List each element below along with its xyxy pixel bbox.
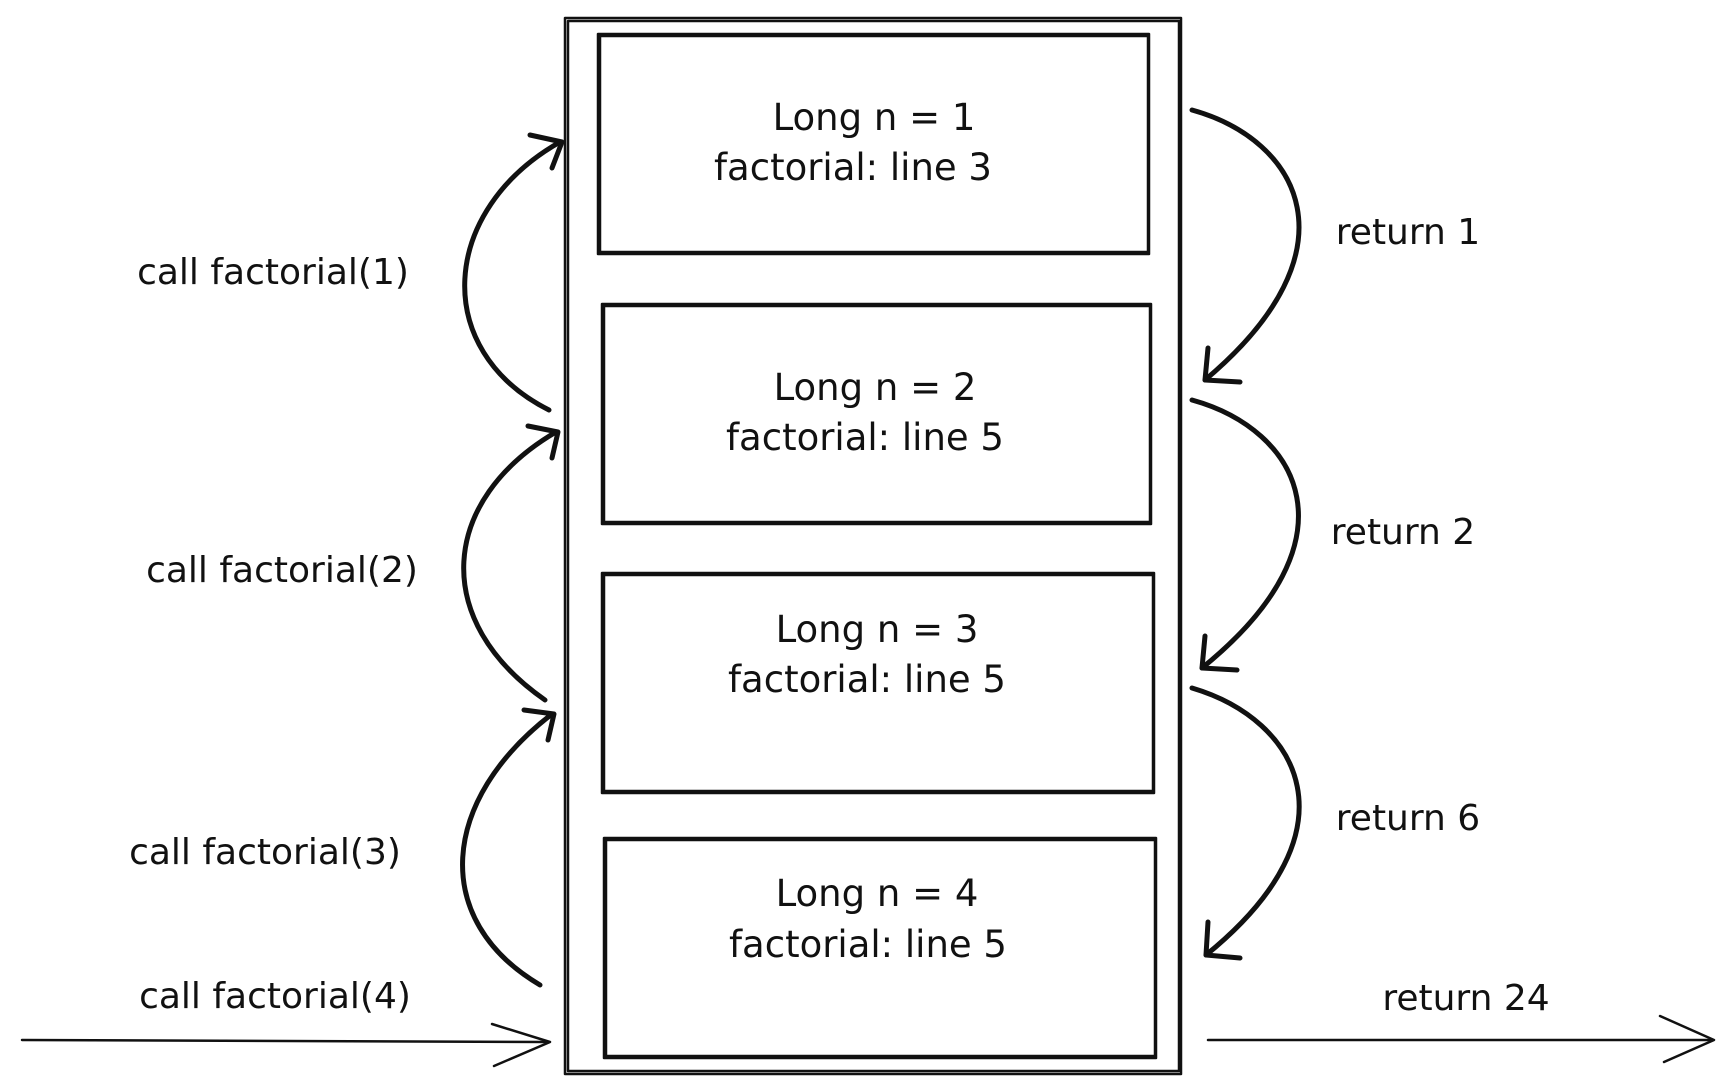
call-arrow-1-head (527, 132, 565, 171)
return-arrow-1-head (1202, 345, 1243, 385)
frame-1-location: factorial: line 3 (714, 146, 992, 189)
call-label-2: call factorial(2) (146, 550, 418, 591)
return-label-1: return 1 (1336, 212, 1480, 253)
return-arrow-3-head (1203, 919, 1243, 961)
frame-4-location: factorial: line 5 (729, 923, 1007, 966)
call-labels: call factorial(1) call factorial(2) call… (129, 252, 418, 1017)
return-label-2: return 2 (1331, 512, 1475, 553)
frame-2-location: factorial: line 5 (726, 416, 1004, 459)
return-arrow-1 (1189, 107, 1302, 383)
call-label-1: call factorial(1) (137, 252, 409, 293)
call-label-3: call factorial(3) (129, 832, 401, 873)
stack-frame-2: Long n = 2 factorial: line 5 (600, 302, 1153, 526)
return-arrow-2 (1189, 397, 1301, 671)
call-arrow-2 (461, 429, 559, 703)
call-arrow-3 (460, 711, 555, 988)
frame-3-variable: Long n = 3 (776, 608, 979, 651)
call-arrow-2-head (525, 423, 561, 461)
return-label-3: return 6 (1336, 798, 1480, 839)
return-arrow-2-head (1199, 633, 1240, 673)
frame-3-location: factorial: line 5 (728, 658, 1006, 701)
return-labels: return 1 return 2 return 6 return 24 (1331, 212, 1550, 1019)
stack-frame-3: Long n = 3 factorial: line 5 (600, 571, 1156, 795)
exit-arrow-head (1658, 1014, 1716, 1064)
stack-frame-4: Long n = 4 factorial: line 5 (602, 836, 1158, 1060)
frame-4-variable: Long n = 4 (776, 872, 979, 915)
call-arrow-1 (462, 139, 563, 413)
stack-frame-1: Long n = 1 factorial: line 3 (596, 32, 1151, 256)
return-label-4: return 24 (1382, 978, 1549, 1019)
return-arrows (1189, 107, 1716, 1064)
return-arrow-3 (1189, 685, 1302, 958)
frame-2-variable: Long n = 2 (774, 366, 977, 409)
entry-arrow-head (490, 1022, 552, 1068)
frame-1-variable: Long n = 1 (773, 96, 976, 139)
entry-arrow (20, 1038, 550, 1044)
stack-container (563, 16, 1183, 1076)
call-arrow-3-head (521, 707, 557, 743)
call-arrows (20, 132, 565, 1068)
call-label-4: call factorial(4) (139, 976, 411, 1017)
